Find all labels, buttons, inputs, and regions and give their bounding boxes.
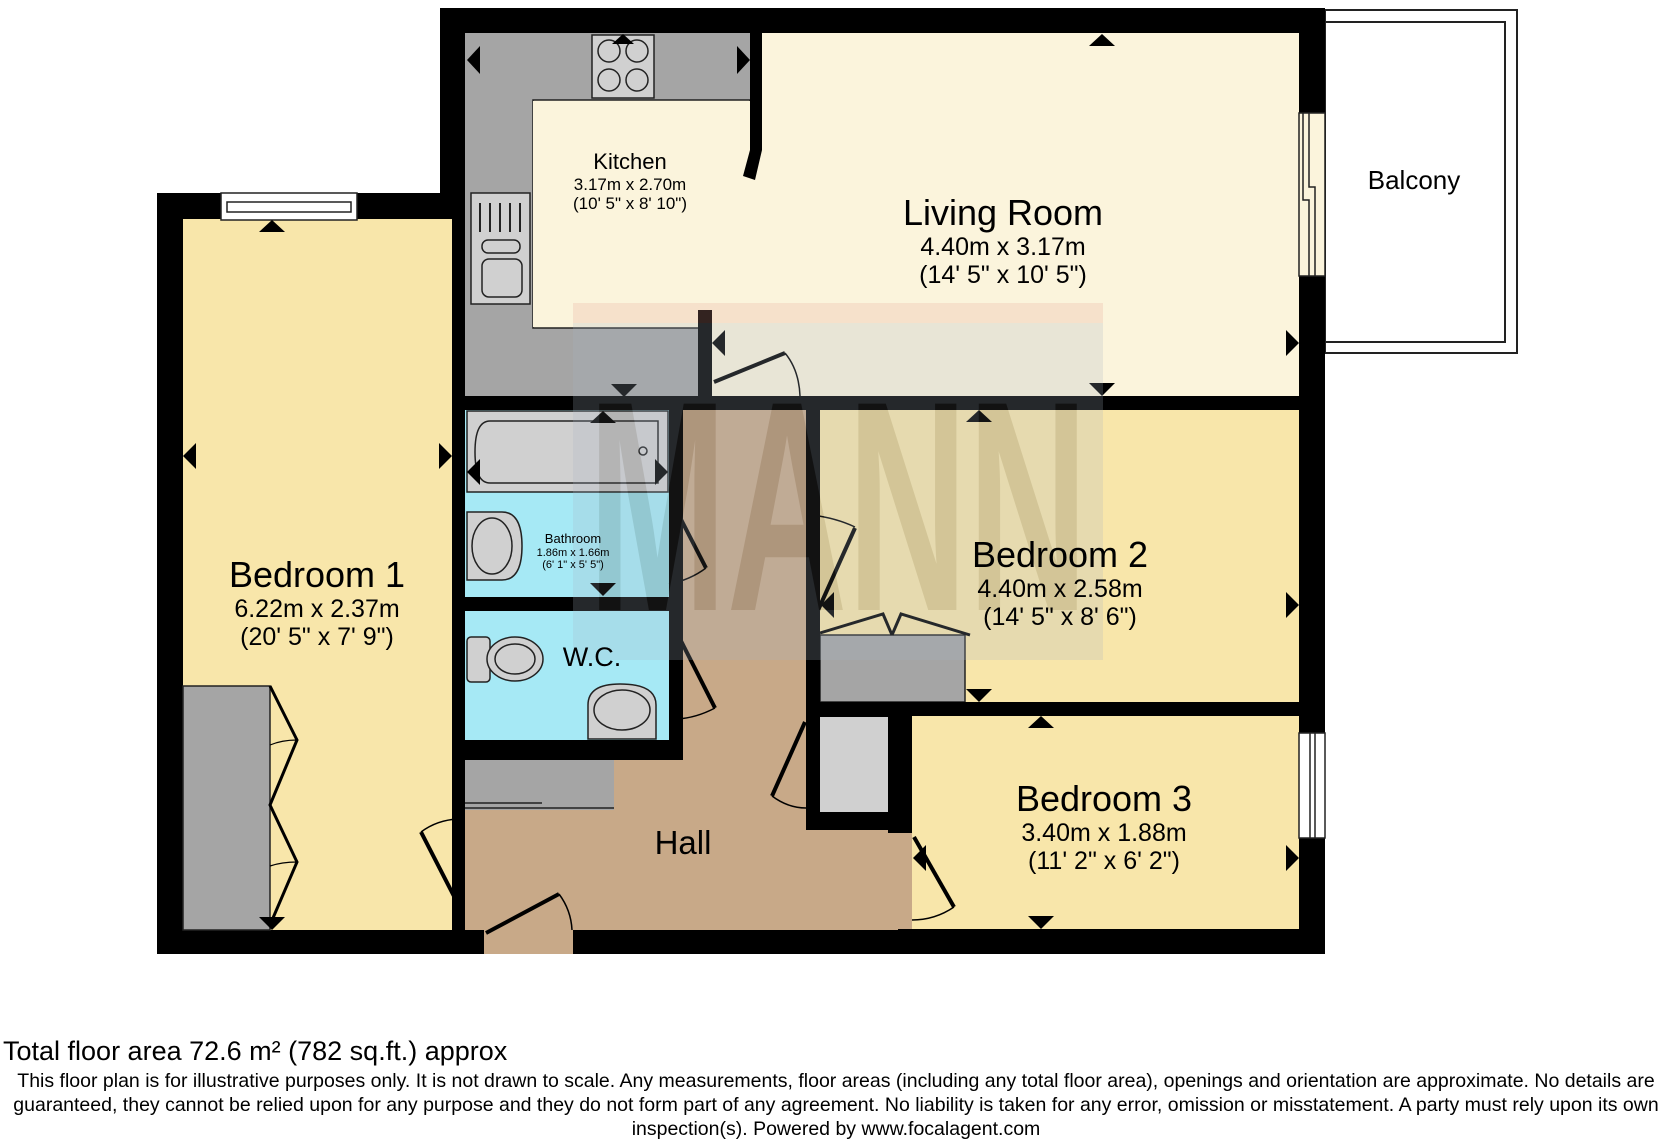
hall-name: Hall	[654, 824, 712, 861]
bedroom3-name: Bedroom 3	[1015, 778, 1193, 819]
bedroom3-floor	[912, 716, 1299, 929]
hall-label: Hall	[654, 824, 712, 862]
hob-icon	[591, 34, 655, 99]
living-room-label: Living Room 4.40m x 3.17m (14' 5" x 10' …	[902, 192, 1104, 290]
interior-walls	[452, 33, 1299, 833]
bedroom2-name: Bedroom 2	[971, 534, 1149, 575]
bedroom1-imperial: (20' 5" x 7' 9")	[240, 623, 394, 652]
bedroom2-imperial: (14' 5" x 8' 6")	[983, 603, 1137, 632]
bedroom2-wardrobe	[819, 634, 966, 703]
bedroom3-imperial: (11' 2" x 6' 2")	[1028, 847, 1180, 876]
bedroom1-door-icon	[419, 831, 460, 905]
bedroom1-name: Bedroom 1	[228, 554, 406, 595]
bathroom-label: Bathroom 1.86m x 1.66m (6' 1" x 5' 5")	[536, 531, 610, 571]
floor-plan: MANN	[157, 8, 1518, 954]
bedroom2-metric: 4.40m x 2.58m	[977, 575, 1143, 604]
bedroom3-window	[1298, 732, 1326, 839]
svg-text:MANN: MANN	[588, 338, 1088, 674]
wc-door-icon	[675, 632, 717, 709]
watermark-logo: MANN	[573, 303, 1103, 674]
bedroom1-wardrobe	[182, 685, 271, 931]
balcony-label: Balcony	[1367, 165, 1461, 195]
basin-icon	[466, 511, 523, 581]
hall-cupboard-left	[465, 760, 614, 810]
living-balcony-door	[1298, 112, 1326, 277]
bedroom3-metric: 3.40m x 1.88m	[1021, 819, 1187, 848]
bedroom3-door-icon	[912, 836, 956, 908]
disclaimer-text: This floor plan is for illustrative purp…	[13, 1070, 1659, 1140]
living-room-imperial: (14' 5" x 10' 5")	[919, 261, 1087, 290]
living-door-icon	[713, 351, 786, 384]
hall-cupboard-right	[820, 717, 888, 817]
bathroom-imperial: (6' 1" x 5' 5")	[542, 558, 604, 571]
sink-icon	[470, 192, 531, 305]
toilet-icon	[466, 636, 544, 683]
bathtub-icon	[466, 410, 669, 493]
living-room-floor	[760, 33, 1299, 396]
measurement-arrows	[183, 34, 1299, 930]
cupboard-door-icon	[770, 721, 807, 797]
bedroom2-label: Bedroom 2 4.40m x 2.58m (14' 5" x 8' 6")	[971, 534, 1149, 632]
entrance-door-icon	[485, 892, 560, 935]
total-floor-area: Total floor area 72.6 m² (782 sq.ft.) ap…	[3, 1036, 508, 1066]
bedroom1-metric: 6.22m x 2.37m	[234, 595, 400, 624]
bedroom1-label: Bedroom 1 6.22m x 2.37m (20' 5" x 7' 9")	[228, 554, 406, 652]
bathroom-name: Bathroom	[544, 531, 602, 546]
kitchen-imperial: (10' 5" x 8' 10")	[572, 193, 688, 213]
doors	[268, 351, 971, 935]
windows	[220, 112, 1326, 839]
kitchen-label: Kitchen 3.17m x 2.70m (10' 5" x 8' 10")	[572, 149, 688, 213]
kitchen-name: Kitchen	[593, 149, 667, 174]
balcony-name: Balcony	[1367, 165, 1461, 195]
kitchen-metric: 3.17m x 2.70m	[573, 174, 687, 194]
bathroom-door-icon	[669, 499, 708, 569]
bedroom3-label: Bedroom 3 3.40m x 1.88m (11' 2" x 6' 2")	[1015, 778, 1193, 876]
wc-basin-icon	[587, 683, 657, 740]
living-room-name: Living Room	[902, 192, 1104, 233]
bedroom2-door-icon	[813, 527, 857, 618]
bathroom-metric: 1.86m x 1.66m	[536, 546, 610, 559]
balcony-outline	[1324, 9, 1518, 354]
wc-label: W.C.	[563, 642, 622, 672]
wc-name: W.C.	[562, 642, 622, 672]
living-room-metric: 4.40m x 3.17m	[920, 233, 1086, 262]
